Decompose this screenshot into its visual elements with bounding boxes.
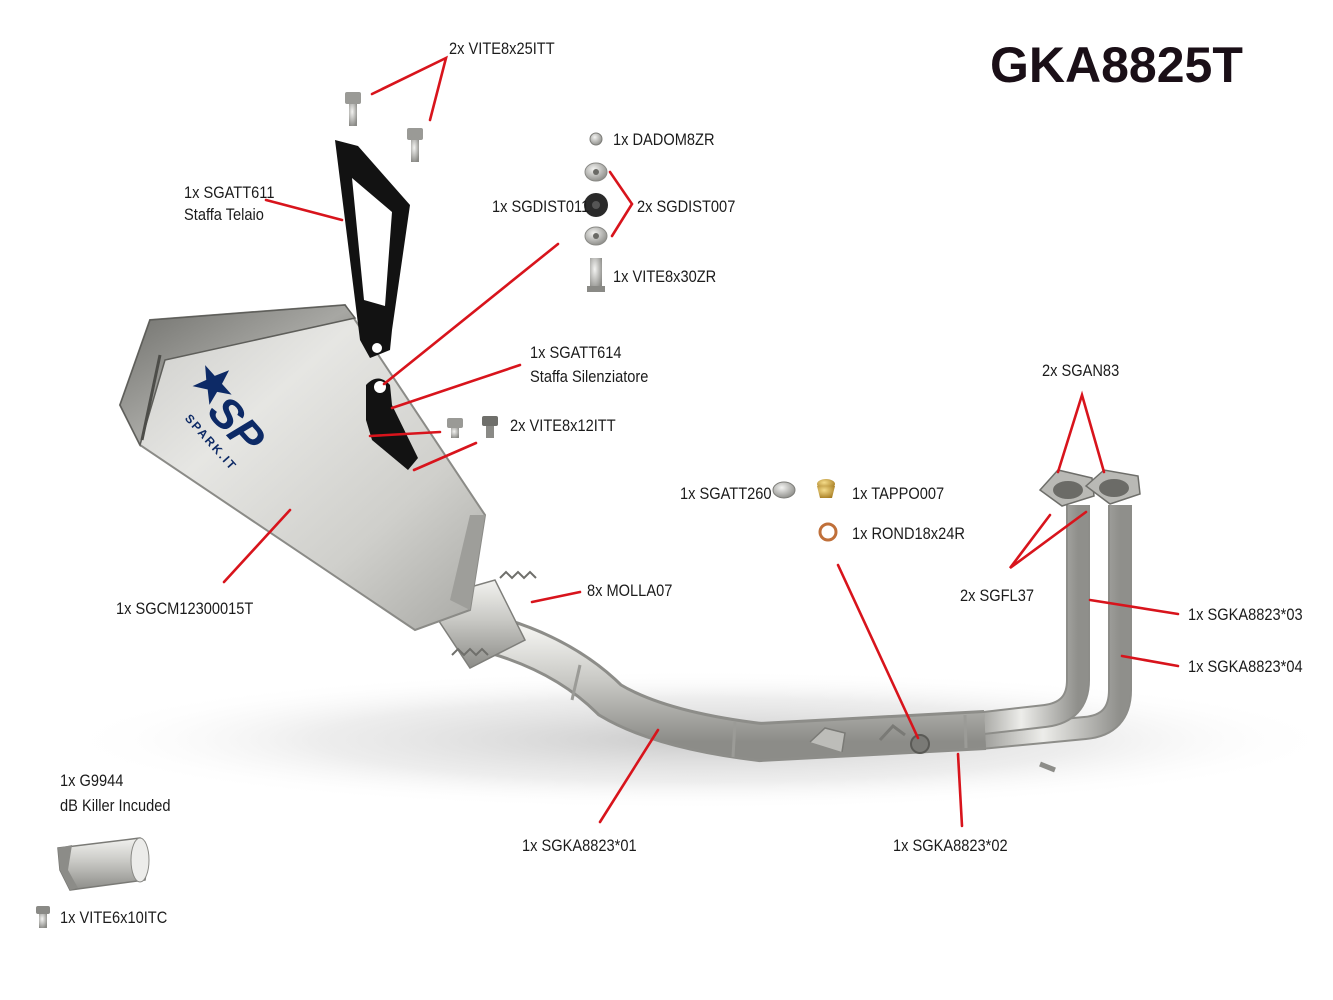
bolt-vite8x12-b bbox=[482, 416, 498, 438]
label-sgatt611-desc: Staffa Telaio bbox=[184, 205, 264, 224]
plug-tappo007 bbox=[817, 479, 835, 498]
label-sgan83: 2x SGAN83 bbox=[1042, 361, 1120, 380]
label-vite8x12itt: 2x VITE8x12ITT bbox=[510, 416, 616, 435]
label-sgatt260: 1x SGATT260 bbox=[680, 484, 772, 503]
leader-sgka8823-01 bbox=[598, 728, 660, 824]
label-sgka8823-02: 1x SGKA8823*02 bbox=[893, 836, 1008, 855]
leader-vite8x25 bbox=[370, 55, 448, 122]
leader-sgka8823-03 bbox=[1088, 598, 1180, 616]
leader-sgcm bbox=[222, 508, 292, 584]
label-sgfl37: 2x SGFL37 bbox=[960, 586, 1034, 605]
leader-molla07 bbox=[530, 590, 582, 604]
leader-vite8x12-b bbox=[412, 441, 478, 472]
label-dadom8zr: 1x DADOM8ZR bbox=[613, 130, 715, 149]
leader-sgfl37 bbox=[1008, 510, 1088, 570]
label-sgka8823-03: 1x SGKA8823*03 bbox=[1188, 605, 1303, 624]
label-sgcm12300015t: 1x SGCM12300015T bbox=[116, 599, 254, 618]
leader-sgan83 bbox=[1056, 390, 1106, 474]
leader-sgatt614 bbox=[390, 363, 522, 410]
nut-dadom8zr bbox=[589, 132, 603, 146]
leader-sgka8823-04 bbox=[1120, 654, 1180, 668]
leader-lines bbox=[222, 55, 1180, 828]
label-g9944: 1x G9944 bbox=[60, 771, 124, 790]
label-g9944-desc: dB Killer Incuded bbox=[60, 796, 171, 815]
label-rond18x24r: 1x ROND18x24R bbox=[852, 524, 965, 543]
label-sgka8823-04: 1x SGKA8823*04 bbox=[1188, 657, 1303, 676]
leader-sgdist007 bbox=[608, 170, 634, 238]
leader-sgatt614-bolt bbox=[382, 242, 560, 386]
bolt-vite8x12-a bbox=[447, 418, 463, 438]
label-sgdist011: 1x SGDIST011 bbox=[492, 197, 590, 216]
bolt-vite8x25-b bbox=[407, 128, 423, 162]
leader-vite8x12-a bbox=[368, 430, 442, 438]
flange-left bbox=[1038, 469, 1095, 507]
hardware bbox=[36, 92, 838, 928]
label-molla07: 8x MOLLA07 bbox=[587, 581, 673, 600]
leader-sgka8823-02 bbox=[956, 752, 964, 828]
db-killer bbox=[57, 837, 150, 891]
label-sgatt611: 1x SGATT611 bbox=[184, 183, 275, 202]
plug-sgatt260 bbox=[772, 481, 796, 499]
flange-right bbox=[1084, 469, 1141, 505]
bolt-vite8x30zr bbox=[587, 258, 605, 292]
frame-bracket bbox=[335, 140, 410, 358]
link-pipe bbox=[470, 610, 1056, 773]
label-sgatt614: 1x SGATT614 bbox=[530, 343, 622, 362]
leader-sgatt611 bbox=[264, 198, 344, 222]
label-sgdist007: 2x SGDIST007 bbox=[637, 197, 736, 216]
leader-rond18x24r bbox=[836, 563, 920, 740]
product-code-title: GKA8825T bbox=[990, 37, 1243, 93]
label-sgka8823-01: 1x SGKA8823*01 bbox=[522, 836, 637, 855]
header-pipes bbox=[973, 469, 1141, 750]
bolt-vite8x25-a bbox=[345, 92, 361, 126]
label-tappo007: 1x TAPPO007 bbox=[852, 484, 945, 503]
springs bbox=[451, 570, 537, 657]
label-vite6x10itc: 1x VITE6x10ITC bbox=[60, 908, 168, 927]
label-vite8x30zr: 1x VITE8x30ZR bbox=[613, 267, 717, 286]
label-vite8x25itt: 2x VITE8x25ITT bbox=[449, 39, 555, 58]
bolt-vite6x10itc bbox=[36, 906, 50, 928]
washer-rond18x24r bbox=[818, 522, 838, 542]
label-sgatt614-desc: Staffa Silenziatore bbox=[530, 367, 649, 386]
